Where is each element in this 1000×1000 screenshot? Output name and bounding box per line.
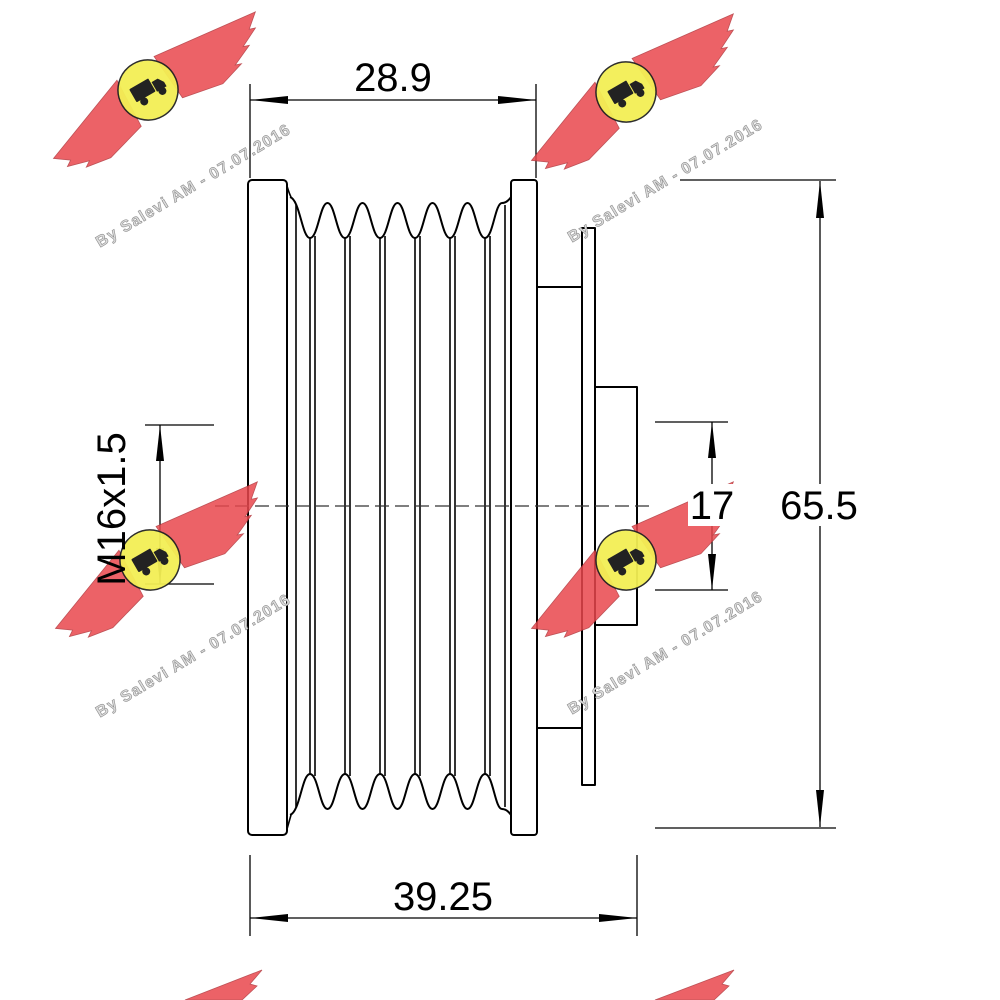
- watermark-logos: [31, 0, 762, 1000]
- arrowhead-right: [498, 96, 536, 104]
- arrowhead-left: [250, 914, 288, 922]
- label-top-width: 28.9: [354, 56, 432, 100]
- label-mask: [776, 484, 862, 526]
- left-flange-notch-bottom: [286, 814, 292, 830]
- rib-profile-top: [289, 196, 512, 239]
- arrowhead-top: [156, 425, 164, 461]
- label-stub-diameter: 17: [690, 484, 735, 528]
- arrowhead-right: [599, 914, 637, 922]
- logo-wing-tip: [654, 969, 735, 1000]
- arrowhead-bottom: [816, 790, 824, 827]
- pulley-body: [247, 179, 638, 836]
- right-flange: [510, 179, 538, 836]
- label-outer-diameter: 65.5: [780, 484, 858, 528]
- label-thread: M16x1.5: [90, 432, 134, 585]
- dimension-overall-length: [249, 855, 638, 936]
- winged-truck-logo: [509, 0, 762, 186]
- dimension-top-width: [249, 84, 537, 178]
- hub-shoulder: [537, 286, 583, 729]
- rib-profile-bottom: [289, 773, 512, 816]
- dimension-labels: 28.9 39.25 65.5 17 M16x1.5: [90, 56, 862, 919]
- logo-wing-tip: [184, 969, 263, 1000]
- arrowhead-left: [250, 96, 288, 104]
- arrowhead-top: [708, 422, 716, 458]
- label-mask: [688, 484, 736, 526]
- label-overall-length: 39.25: [393, 875, 493, 919]
- arrowhead-bottom: [708, 554, 716, 590]
- arrowhead-top: [816, 181, 824, 218]
- left-flange: [247, 179, 288, 836]
